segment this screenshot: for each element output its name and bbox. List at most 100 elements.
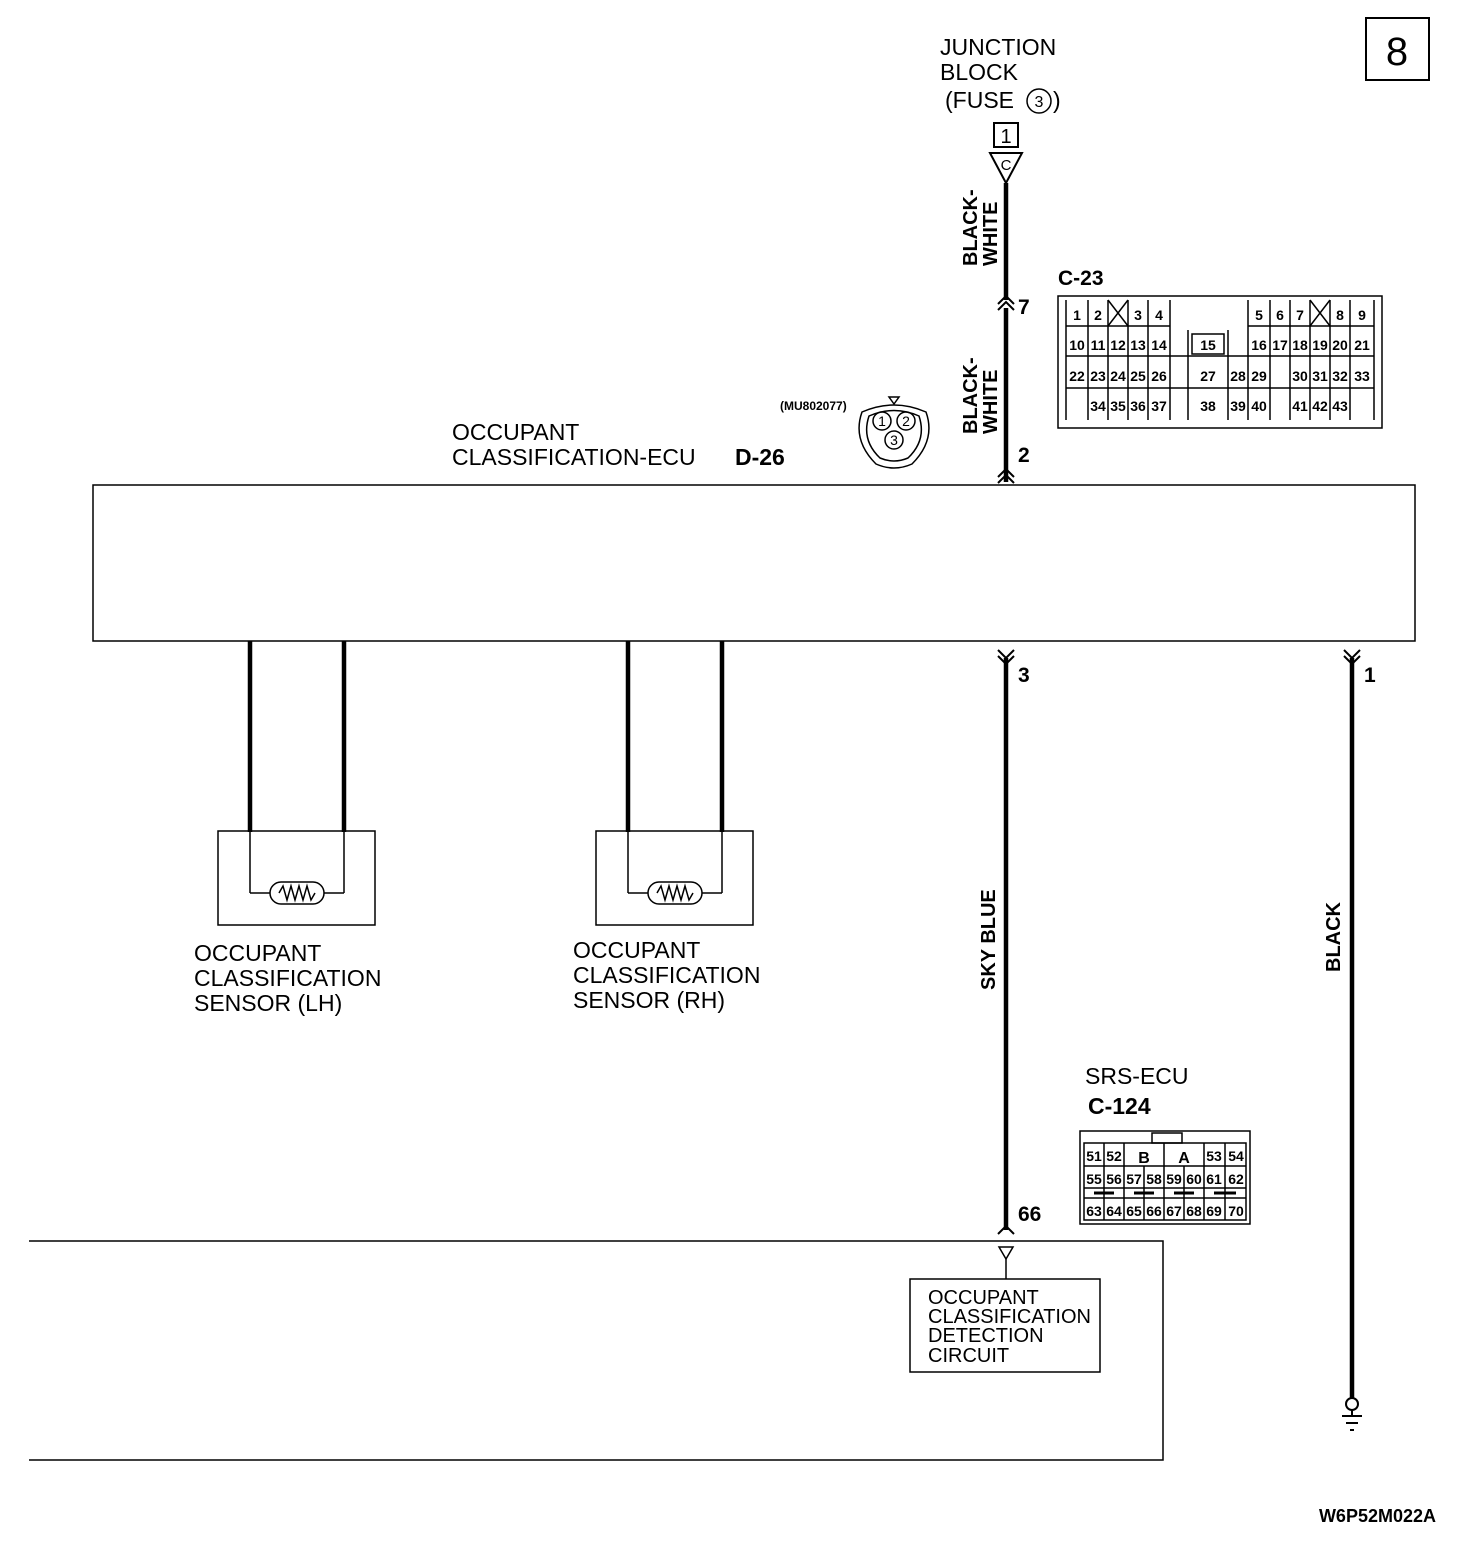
connector-arrow-c124-pin66 (997, 1224, 1015, 1235)
c124-cavity: 64 (1106, 1203, 1122, 1219)
c23-cavity: 18 (1292, 337, 1308, 353)
ecu-box (92, 484, 1416, 642)
ecu-label: OCCUPANT CLASSIFICATION-ECU D-26 (452, 419, 785, 470)
detection-circuit-line3: DETECTION (928, 1325, 1044, 1347)
wire-label-line2: WHITE (980, 370, 1002, 434)
c23-cavity: 1 (1073, 307, 1081, 323)
c124-cavity: 66 (1146, 1203, 1162, 1219)
wire-label-text: BLACK (1323, 901, 1345, 972)
detection-circuit-line2: CLASSIFICATION (928, 1306, 1091, 1328)
c124-cavity: 60 (1186, 1171, 1202, 1187)
detection-circuit-line4: CIRCUIT (928, 1345, 1009, 1367)
c124-cavity: 58 (1146, 1171, 1162, 1187)
c23-cavity: 35 (1110, 398, 1126, 414)
c23-cavity: 34 (1090, 398, 1106, 414)
junction-block-fuse-close: ) (1053, 87, 1061, 113)
pin-label-d26-3: 3 (1018, 664, 1030, 687)
c23-cavity: 21 (1354, 337, 1370, 353)
c23-cavity: 38 (1200, 398, 1216, 414)
fuse-number: 3 (1035, 94, 1044, 111)
c23-cavity: 27 (1200, 368, 1216, 384)
c23-cavity: 15 (1200, 337, 1216, 353)
c23-cavity: 26 (1151, 368, 1167, 384)
c124-cavity: 70 (1228, 1203, 1244, 1219)
page-number-box: 8 (1365, 17, 1430, 81)
sensor-rh-line1: OCCUPANT (573, 937, 700, 963)
junction-block-label: JUNCTION BLOCK (FUSE 3 ) (940, 34, 1061, 114)
connector-arrow-d26-pin2 (997, 467, 1015, 484)
c124-cavity: 63 (1086, 1203, 1102, 1219)
c23-cavity: 29 (1251, 368, 1267, 384)
c124-cavity: 68 (1186, 1203, 1202, 1219)
c23-cavity: 30 (1292, 368, 1308, 384)
pin-label-d26-1: 1 (1364, 664, 1376, 687)
wire-label-sky-blue: SKY BLUE (978, 889, 1000, 990)
c23-cavity: 31 (1312, 368, 1328, 384)
c23-cavity: 11 (1091, 337, 1106, 353)
c23-cavity: 42 (1312, 398, 1328, 414)
sensor-rh-line2: CLASSIFICATION (573, 962, 760, 988)
c124-cavity: 57 (1126, 1171, 1142, 1187)
c23-cavity: 5 (1255, 307, 1263, 323)
sensor-rh: OCCUPANT CLASSIFICATION SENSOR (RH) (573, 641, 760, 1013)
d26-pin: 2 (902, 413, 910, 429)
c23-cavity: 9 (1358, 307, 1366, 323)
c23-cavity: 36 (1130, 398, 1146, 414)
c124-cavity: 51 (1086, 1148, 1102, 1164)
connector-c23-label: C-23 (1058, 267, 1104, 290)
c124-cavity: 62 (1228, 1171, 1244, 1187)
pin-label-c124-66: 66 (1018, 1203, 1041, 1226)
c124-cavity: 52 (1106, 1148, 1122, 1164)
srs-ecu-label: SRS-ECU (1085, 1063, 1189, 1089)
connector-c23-face: C-23 1 2 3 4 5 6 7 (1057, 267, 1383, 429)
c23-cavity: 43 (1332, 398, 1348, 414)
c124-cavity: 54 (1228, 1148, 1244, 1164)
c23-cavity: 6 (1276, 307, 1284, 323)
detection-circuit-line1: OCCUPANT (928, 1287, 1039, 1309)
wire-label-text: SKY BLUE (978, 889, 1000, 990)
c23-cavity: 19 (1312, 337, 1328, 353)
ecu-label-line1: OCCUPANT (452, 419, 579, 445)
connector-part-number: (MU802077) (780, 399, 847, 413)
c23-cavity: 13 (1130, 337, 1146, 353)
c23-cavity: 8 (1336, 307, 1344, 323)
c23-cavity: 23 (1090, 368, 1106, 384)
sensor-lh-line2: CLASSIFICATION (194, 965, 381, 991)
c23-cavity: 24 (1110, 368, 1126, 384)
c23-cavity: 25 (1130, 368, 1146, 384)
srs-ecu-connector-id: C-124 (1088, 1093, 1151, 1119)
pin-label-d26-2: 2 (1018, 444, 1030, 467)
srs-ecu-box (29, 1240, 1164, 1461)
sensor-lh-line1: OCCUPANT (194, 940, 321, 966)
c23-cavity: 33 (1354, 368, 1370, 384)
c23-cavity: 37 (1151, 398, 1167, 414)
ground-icon (1342, 1397, 1362, 1431)
detection-circuit-block: OCCUPANT CLASSIFICATION DETECTION CIRCUI… (909, 1278, 1101, 1373)
c23-cavity: 7 (1296, 307, 1304, 323)
wire-label-black-white-upper: BLACK- WHITE (960, 189, 1002, 266)
wire-label-line2: WHITE (980, 202, 1002, 266)
c23-cavity: 10 (1069, 337, 1085, 353)
c23-cavity: 16 (1251, 337, 1267, 353)
page-number: 8 (1386, 30, 1408, 74)
c124-cavity: A (1178, 1150, 1190, 1167)
junction-terminal: 1 C (988, 122, 1024, 186)
c124-cavity: 67 (1166, 1203, 1182, 1219)
sensor-lh: OCCUPANT CLASSIFICATION SENSOR (LH) (194, 641, 381, 1016)
figure-code: W6P52M022A (1319, 1506, 1436, 1526)
wire-label-line1: BLACK- (960, 357, 982, 434)
detection-circuit-input (997, 1246, 1015, 1279)
terminal-box-number: 1 (1000, 126, 1011, 148)
c23-cavity: 14 (1151, 337, 1167, 353)
pin-label-c23-7: 7 (1018, 296, 1030, 319)
sensor-rh-line3: SENSOR (RH) (573, 987, 725, 1013)
junction-block-line2: BLOCK (940, 59, 1019, 85)
c23-cavity: 39 (1230, 398, 1246, 414)
c124-cavity: 69 (1206, 1203, 1222, 1219)
c124-cavity: B (1138, 1150, 1150, 1167)
c124-cavity: 61 (1206, 1171, 1222, 1187)
connector-letter: C (1001, 157, 1012, 174)
wire-label-black: BLACK (1323, 901, 1345, 972)
c124-cavity: 55 (1086, 1171, 1102, 1187)
c23-cavity: 4 (1155, 307, 1163, 323)
